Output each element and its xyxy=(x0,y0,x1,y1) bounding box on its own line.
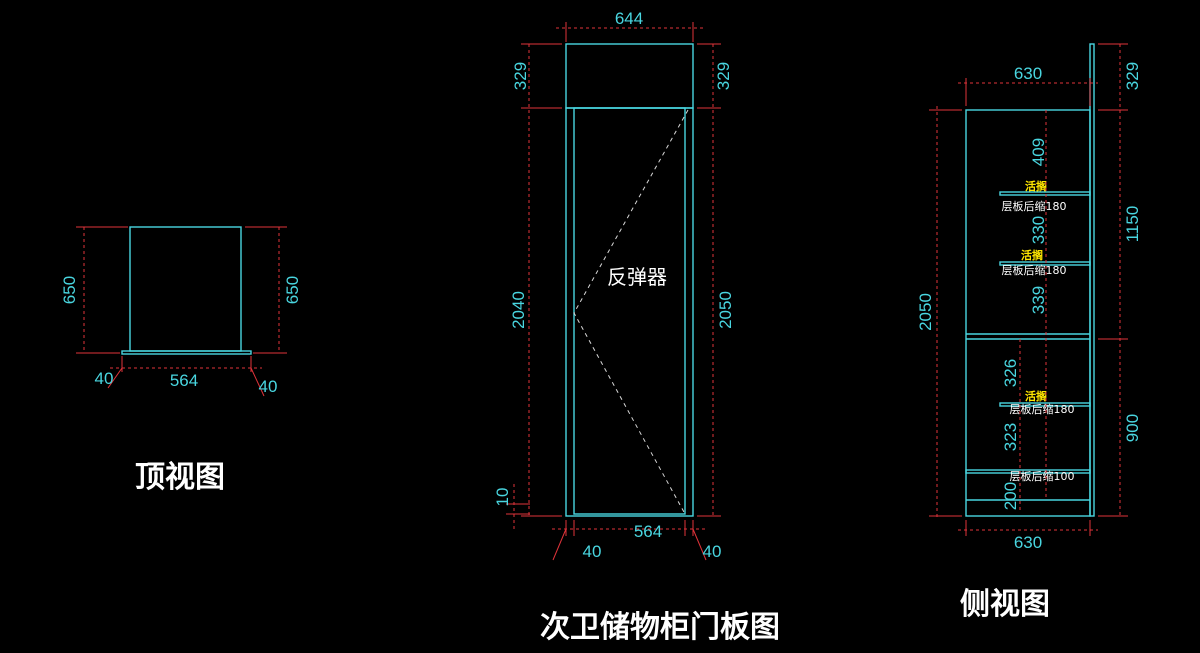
side-view-upper-right: 1150 xyxy=(1123,206,1142,243)
shelf-4-note: 层板后缩100 xyxy=(1010,469,1075,483)
dim-leader xyxy=(250,367,265,397)
door-view-bottom-width: 564 xyxy=(634,522,662,541)
door-view-top-width: 644 xyxy=(615,9,643,28)
side-view-s5: 323 xyxy=(1001,423,1020,451)
side-view-shelf xyxy=(999,191,1091,196)
side-view: 活搁 层板后缩180 活搁 层板后缩180 活搁 层板后缩180 层板后缩100… xyxy=(916,43,1142,622)
shelf-3-note: 层板后缩180 xyxy=(1010,402,1075,416)
door-view-hinge-label: 反弹器 xyxy=(607,265,667,289)
top-view-cabinet-outline xyxy=(129,226,242,352)
door-view-margin-left: 40 xyxy=(583,542,602,561)
door-view-top-panel xyxy=(565,43,694,109)
door-view-opening-direction xyxy=(573,109,689,513)
top-view-door-edge xyxy=(121,350,252,355)
side-view-shelf xyxy=(999,402,1091,407)
side-view-s1: 409 xyxy=(1029,138,1048,166)
side-view-bottom-width: 630 xyxy=(1014,533,1042,552)
top-view-height-left: 650 xyxy=(60,276,79,304)
door-view-height-right: 2050 xyxy=(716,291,735,329)
top-view-width: 564 xyxy=(170,371,198,390)
top-view-height-right: 650 xyxy=(283,276,302,304)
door-view-title: 次卫储物柜门板图 xyxy=(540,610,780,645)
door-view-margin-right: 40 xyxy=(703,542,722,561)
top-view-margin-left: 40 xyxy=(95,369,114,388)
side-view-top-width: 630 xyxy=(1014,64,1042,83)
side-view-overall-height: 2050 xyxy=(916,293,935,331)
door-view-door-outline xyxy=(565,107,694,517)
side-view-title: 侧视图 xyxy=(960,587,1050,622)
door-view-top-left: 329 xyxy=(511,62,530,90)
dim-leader xyxy=(107,367,123,389)
top-view: 650 650 564 40 40 顶视图 xyxy=(60,226,302,495)
side-view-shelf xyxy=(999,261,1091,266)
side-view-s3: 339 xyxy=(1029,286,1048,314)
door-view-bottom-gap: 10 xyxy=(493,488,512,507)
side-view-s4: 326 xyxy=(1001,359,1020,387)
side-view-lower-right: 900 xyxy=(1123,414,1142,442)
side-view-s6: 200 xyxy=(1001,482,1020,510)
side-view-top-right: 329 xyxy=(1123,62,1142,90)
top-view-title: 顶视图 xyxy=(135,460,225,495)
door-view-top-right: 329 xyxy=(714,62,733,90)
door-view: 反弹器 644 329 2040 10 329 2050 564 40 xyxy=(493,9,780,645)
dim-leader xyxy=(552,528,567,561)
door-view-height-left: 2040 xyxy=(509,291,528,329)
shelf-2-note: 层板后缩180 xyxy=(1002,263,1067,277)
side-view-cabinet-outline xyxy=(965,109,1091,517)
dim-leader xyxy=(692,528,707,561)
door-view-door-inner xyxy=(573,107,686,515)
top-view-margin-right: 40 xyxy=(259,377,278,396)
side-view-s2: 330 xyxy=(1029,216,1048,244)
side-view-shelf xyxy=(965,469,1091,474)
shelf-3-tag: 活搁 xyxy=(1025,389,1047,403)
shelf-1-tag: 活搁 xyxy=(1025,179,1047,193)
shelf-2-tag: 活搁 xyxy=(1021,248,1043,262)
shelf-1-note: 层板后缩180 xyxy=(1002,199,1067,213)
